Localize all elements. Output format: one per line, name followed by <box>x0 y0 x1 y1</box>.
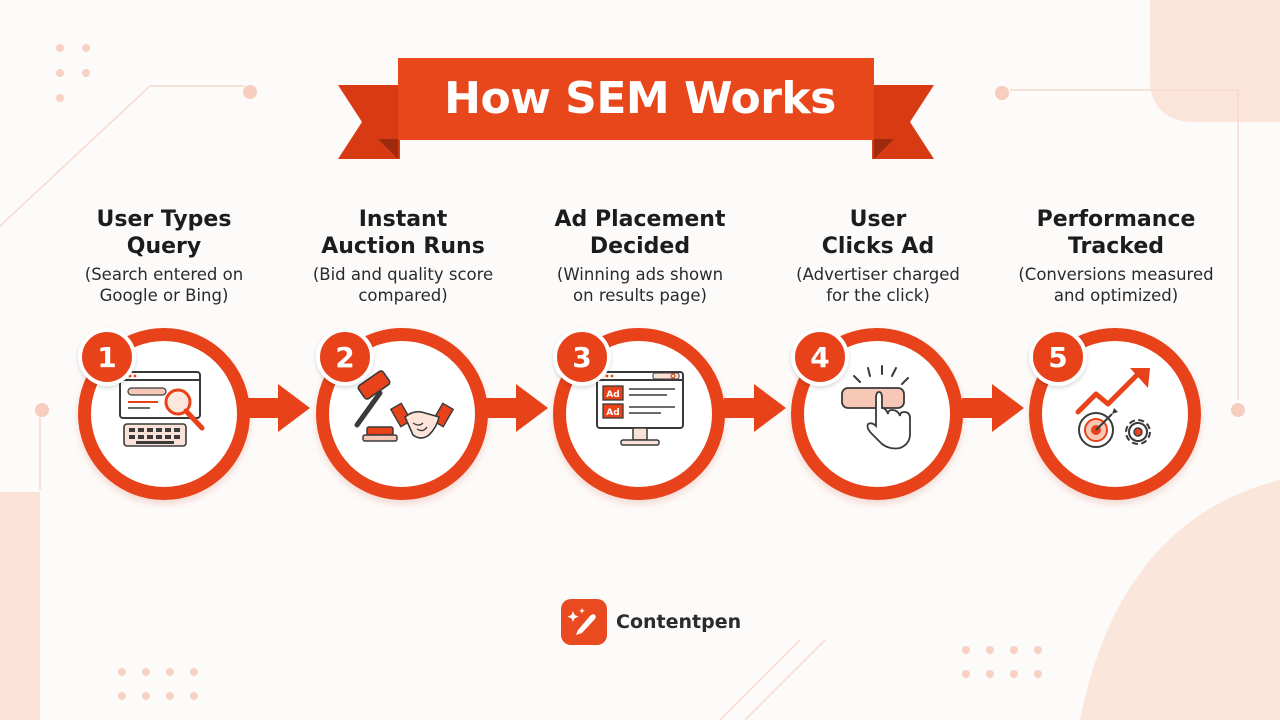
step-2-desc-line-2: compared) <box>358 286 448 305</box>
step-3-description: (Winning ads shown on results page) <box>520 264 760 306</box>
step-4-number-badge: 4 <box>791 328 849 386</box>
step-3-desc-line-1: (Winning ads shown <box>556 265 724 284</box>
brand-logo <box>561 599 607 645</box>
step-1-desc-line-1: (Search entered on <box>84 265 244 284</box>
step-3-desc-line-2: on results page) <box>573 286 707 305</box>
step-4-title-line-1: User <box>849 207 907 232</box>
step-2-number-badge: 2 <box>316 328 374 386</box>
step-3-title-line-2: Decided <box>589 234 691 259</box>
brand-name: Contentpen <box>616 611 742 633</box>
growth-target-gear-icon <box>1075 368 1151 448</box>
step-1-title: User Types Query <box>44 206 284 260</box>
step-5-description: (Conversions measured and optimized) <box>996 264 1236 306</box>
step-5-title: Performance Tracked <box>996 206 1236 260</box>
gavel-handshake-icon <box>354 370 455 442</box>
ad-label: Ad <box>606 408 619 418</box>
step-3-number-badge: 3 <box>553 328 611 386</box>
monitor-ads-icon: Ad Ad <box>596 371 684 446</box>
step-5-desc-line-2: and optimized) <box>1053 286 1179 305</box>
step-5-number-badge: 5 <box>1029 328 1087 386</box>
title-ribbon <box>338 58 934 159</box>
step-2-title-line-2: Auction Runs <box>321 234 485 259</box>
step-1-title-line-2: Query <box>126 234 202 259</box>
step-5-title-line-2: Tracked <box>1067 234 1165 259</box>
step-2-description: (Bid and quality score compared) <box>283 264 523 306</box>
step-3-title: Ad Placement Decided <box>520 206 760 260</box>
hand-click-button-icon <box>841 365 911 450</box>
search-browser-keyboard-icon <box>119 371 205 447</box>
step-2-title-line-1: Instant <box>358 207 448 232</box>
step-1-description: (Search entered on Google or Bing) <box>44 264 284 306</box>
step-2-title: Instant Auction Runs <box>283 206 523 260</box>
pen-sparkle-icon <box>567 608 596 635</box>
arrow-right-icon <box>248 384 310 432</box>
ad-label: Ad <box>606 390 619 400</box>
step-1-desc-line-2: Google or Bing) <box>99 286 229 305</box>
arrow-right-icon <box>962 384 1024 432</box>
step-4-desc-line-1: (Advertiser charged <box>796 265 960 284</box>
page-title: How SEM Works <box>444 72 836 124</box>
step-3-title-line-1: Ad Placement <box>554 207 726 232</box>
step-1-title-line-1: User Types <box>96 207 232 232</box>
arrow-right-icon <box>486 384 548 432</box>
step-4-description: (Advertiser charged for the click) <box>758 264 998 306</box>
step-4-desc-line-2: for the click) <box>826 286 930 305</box>
step-4-title-line-2: Clicks Ad <box>821 234 935 259</box>
step-5-desc-line-1: (Conversions measured <box>1018 265 1214 284</box>
step-1-number-badge: 1 <box>78 328 136 386</box>
step-5-title-line-1: Performance <box>1036 207 1196 232</box>
step-2-desc-line-1: (Bid and quality score <box>312 265 494 284</box>
step-4-title: User Clicks Ad <box>758 206 998 260</box>
arrow-right-icon <box>724 384 786 432</box>
